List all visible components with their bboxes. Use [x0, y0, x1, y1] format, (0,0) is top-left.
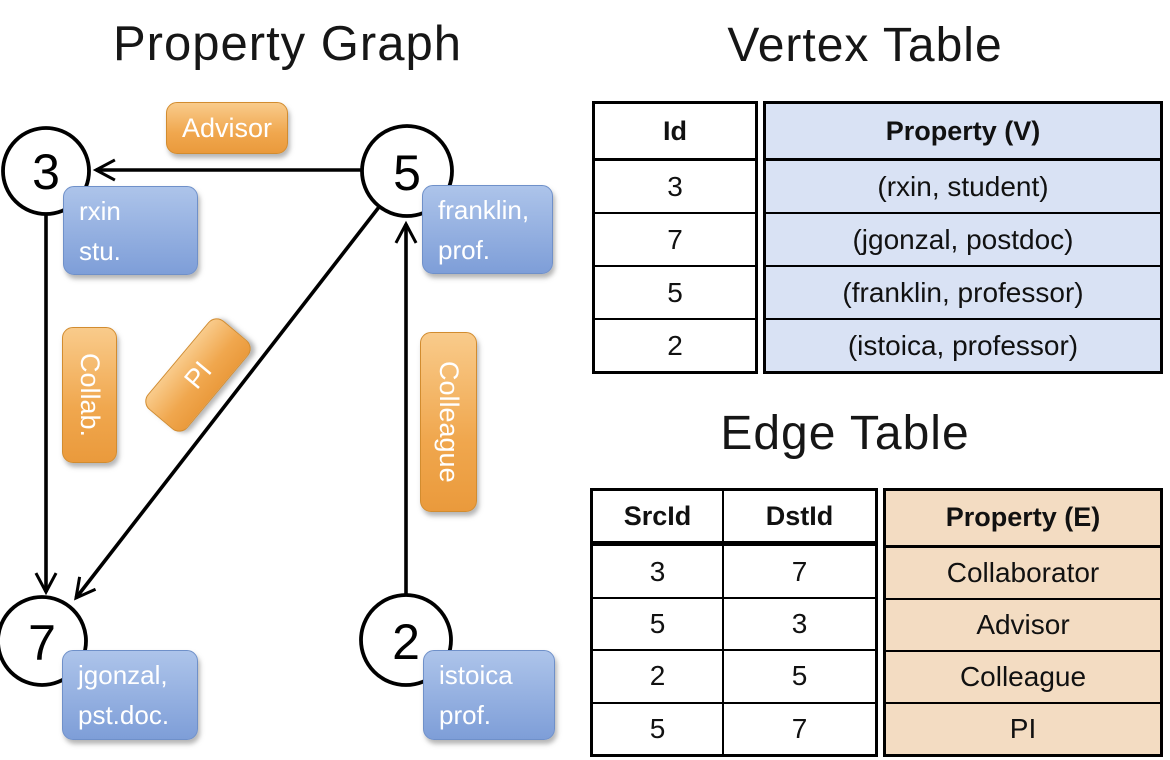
table-cell: PI: [886, 701, 1160, 755]
edge-label-colleague: Colleague: [420, 332, 477, 512]
table-cell: 5: [595, 265, 755, 318]
table-cell: 2: [593, 651, 724, 702]
vertex-3-property-line2: stu.: [79, 235, 121, 266]
vertex-table-property-body: (rxin, student) (jgonzal, postdoc) (fran…: [766, 161, 1160, 372]
table-row: 5 3: [593, 596, 875, 650]
table-cell: 7: [595, 212, 755, 265]
table-row: 5 7: [593, 701, 875, 755]
table-cell: 3: [791, 608, 808, 640]
edge-label-advisor-text: Advisor: [181, 112, 273, 143]
table-cell: 7: [791, 712, 808, 744]
vertex-table-id-header: Id: [595, 104, 755, 162]
vertex-table-title: Vertex Table: [727, 19, 1003, 72]
edge-5-to-7: [74, 205, 381, 601]
edge-table-header-row: SrcId DstId: [593, 491, 875, 545]
edge-table-property-header: Property (E): [886, 491, 1160, 548]
vertex-table-id-body: 3 7 5 2: [595, 161, 755, 371]
table-cell: 5: [791, 660, 808, 692]
vertex-7-property-line1: jgonzal,: [78, 660, 168, 690]
vertex-2-property-box: istoica prof.: [423, 650, 555, 740]
table-cell: Colleague: [886, 649, 1160, 702]
table-cell: 5: [593, 703, 724, 755]
table-cell: 5: [593, 598, 724, 650]
edge-label-pi-text: PI: [177, 355, 218, 395]
vertex-5-property-line1: franklin,: [438, 194, 530, 225]
table-cell: 7: [791, 555, 808, 587]
vertex-3-property-line1: rxin: [79, 195, 121, 226]
table-cell: 2: [595, 318, 755, 371]
graph-canvas: [0, 124, 454, 687]
table-cell: (franklin, professor): [766, 265, 1160, 319]
table-cell: (jgonzal, postdoc): [766, 212, 1160, 266]
vertex-table-property-column: Property (V) (rxin, student) (jgonzal, p…: [763, 101, 1163, 374]
edge-label-colleague-text: Colleague: [434, 361, 464, 483]
edge-table-dstid-header: DstId: [765, 500, 834, 531]
table-cell: 3: [667, 170, 683, 202]
vertex-3-property-box: rxin stu.: [63, 186, 198, 275]
table-cell: 3: [593, 546, 724, 597]
vertex-2-id: 2: [392, 614, 420, 670]
edge-table-srcid-header: SrcId: [593, 491, 724, 542]
table-cell: Advisor: [886, 597, 1160, 650]
table-cell: Collaborator: [886, 547, 1160, 598]
vertex-3-id: 3: [32, 144, 60, 200]
vertex-table-property-header: Property (V): [766, 104, 1160, 162]
edge-table-property-column: Property (E) Collaborator Advisor Collea…: [883, 488, 1163, 757]
edge-label-collab-text: Collab.: [75, 352, 105, 438]
edge-label-collab: Collab.: [62, 327, 117, 463]
edge-table-property-body: Collaborator Advisor Colleague PI: [886, 547, 1160, 755]
vertex-7-id: 7: [28, 615, 56, 671]
vertex-5-property-line2: prof.: [438, 234, 491, 265]
edge-table-title: Edge Table: [720, 407, 970, 460]
vertex-2-property-line2: prof.: [439, 700, 492, 730]
table-row: 3 7: [593, 544, 875, 597]
vertex-table-id-column: Id 3 7 5 2: [592, 101, 758, 374]
vertex-7-property-box: jgonzal, pst.doc.: [62, 650, 198, 740]
vertex-5-property-box: franklin, prof.: [422, 185, 553, 274]
table-cell: (istoica, professor): [766, 318, 1160, 372]
property-graph-title: Property Graph: [113, 17, 462, 71]
vertex-7-property-line2: pst.doc.: [78, 700, 170, 730]
table-row: 2 5: [593, 649, 875, 702]
table-cell: (rxin, student): [766, 161, 1160, 213]
vertex-5-id: 5: [393, 145, 421, 201]
edge-table-id-columns: SrcId DstId 3 7 5 3 2 5 5 7: [590, 488, 878, 757]
vertex-2-property-line1: istoica: [439, 660, 513, 690]
edge-label-advisor: Advisor: [166, 102, 288, 154]
